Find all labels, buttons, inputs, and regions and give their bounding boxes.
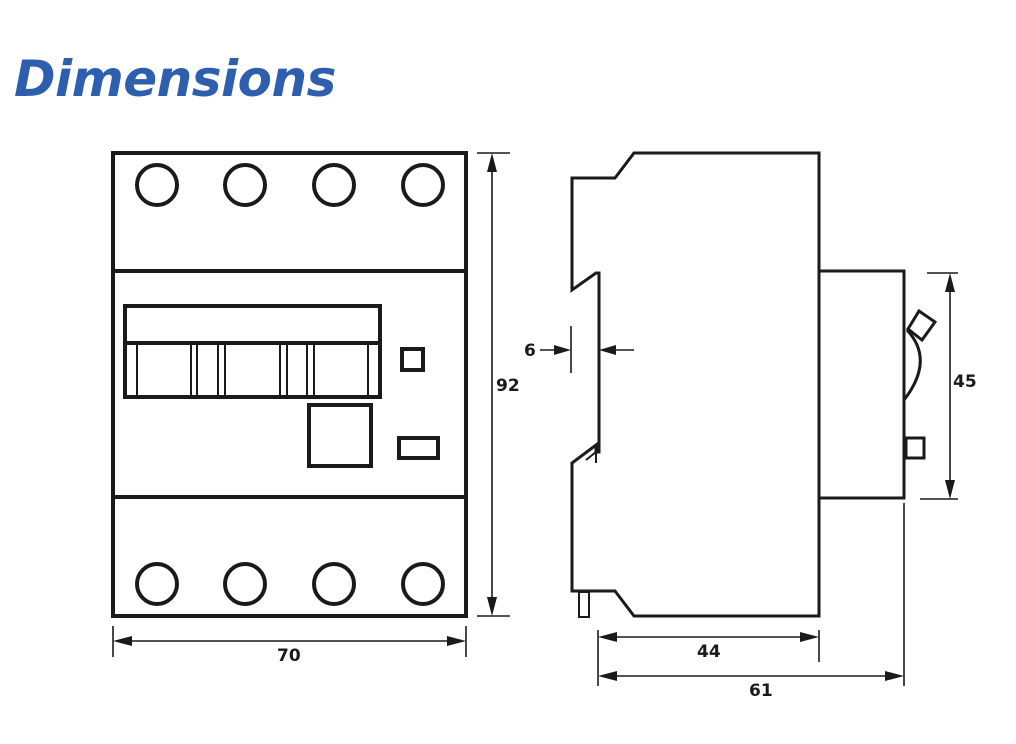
front-body-outline [111,151,468,618]
dimension-height-92: 92 [477,152,520,617]
terminal-screw [223,163,267,207]
terminal-screw [312,562,356,606]
side-view [570,151,938,618]
dimension-height-45: 45 [920,272,977,500]
rail-release-tab [578,591,590,618]
side-body-outline [570,151,821,618]
arrow-right-icon [800,632,819,642]
arrow-up-icon [945,273,955,292]
dimension-label-rail: 6 [524,341,536,361]
arrow-right-icon [447,636,466,646]
toggle-arc [902,328,922,401]
test-button-side [904,436,926,460]
front-raised-section [817,269,906,500]
test-button [307,403,373,468]
dimension-label-front-height: 45 [953,372,977,392]
arrow-left-icon [599,345,616,355]
arrow-left-icon [598,632,617,642]
bottom-terminals [135,562,445,606]
dimension-rail-6: 6 [524,326,634,373]
label-window [397,436,440,460]
terminal-screw [312,163,356,207]
dimension-label-body-depth: 44 [697,642,721,662]
page-title: Dimensions [14,50,336,108]
arrow-right-icon [885,671,904,681]
arrow-up-icon [487,153,497,172]
arrow-left-icon [598,671,617,681]
terminal-screw [401,163,445,207]
status-indicator-window [400,347,425,372]
arrow-down-icon [487,597,497,616]
dimension-width-70: 70 [112,626,467,666]
terminal-screw [223,562,267,606]
front-view [111,151,468,618]
terminal-screw [401,562,445,606]
arrow-down-icon [945,480,955,499]
dimension-label-width: 70 [277,646,301,666]
handle-housing [123,304,382,399]
dimension-label-height: 92 [496,376,520,396]
rail-clip-detail [585,449,597,463]
toggle-lever [906,308,938,343]
handle-block [123,304,382,399]
arrow-left-icon [113,636,132,646]
terminal-screw [135,163,179,207]
arrow-right-icon [554,345,571,355]
dimension-label-total-depth: 61 [749,681,773,701]
dimension-depth-61: 61 [598,503,905,701]
top-terminals [135,163,445,207]
dimension-depth-44: 44 [597,630,820,686]
terminal-screw [135,562,179,606]
